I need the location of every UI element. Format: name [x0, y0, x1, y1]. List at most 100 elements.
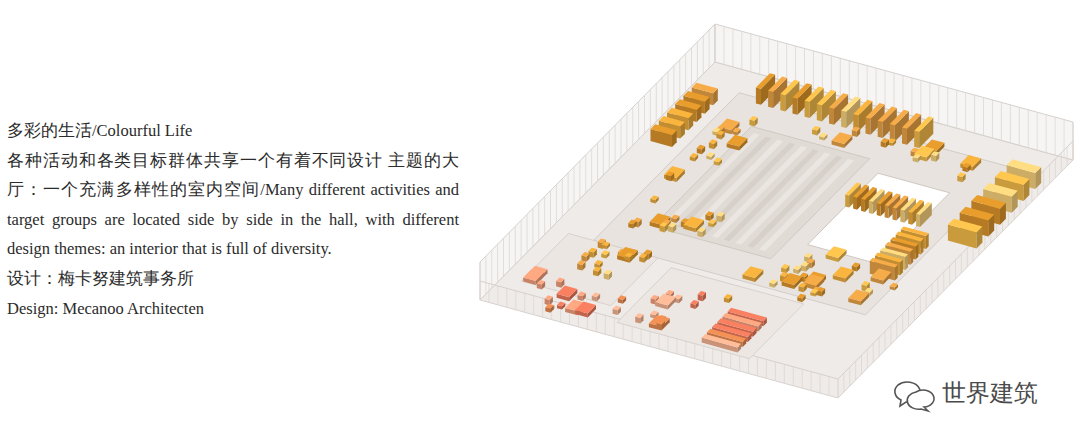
- mullion: [1028, 110, 1029, 148]
- block-top: [668, 223, 676, 228]
- furniture-block: [714, 158, 722, 166]
- furniture-block: [546, 304, 554, 312]
- mullion: [703, 36, 704, 74]
- furniture-block: [799, 283, 807, 293]
- furniture-block: [578, 292, 586, 302]
- mullion: [811, 372, 812, 391]
- block-top: [871, 269, 892, 281]
- block-top: [807, 258, 815, 263]
- mullion: [650, 89, 651, 127]
- mullion: [822, 53, 823, 91]
- block-top: [756, 73, 775, 89]
- mullion: [858, 63, 859, 101]
- mullion: [937, 278, 938, 297]
- furniture-block: [557, 302, 565, 310]
- furniture-block: [557, 285, 578, 301]
- mullion: [956, 90, 957, 128]
- furniture-block: [668, 223, 676, 233]
- block-top: [983, 183, 1018, 197]
- block-top: [683, 91, 709, 102]
- furniture-block: [948, 219, 983, 249]
- mullion: [709, 30, 710, 68]
- bubble: [907, 390, 934, 411]
- mullion: [879, 337, 880, 356]
- furniture-block: [698, 291, 706, 301]
- mullion: [929, 83, 930, 121]
- mullion: [902, 314, 903, 333]
- mullion: [949, 266, 950, 285]
- block-top: [888, 138, 896, 143]
- block-top: [683, 216, 704, 228]
- mullion: [497, 244, 498, 282]
- block-top: [690, 300, 698, 305]
- block-top: [793, 83, 812, 99]
- mullion: [741, 31, 742, 69]
- furniture-block: [962, 163, 970, 172]
- wechat-icon: [895, 382, 934, 411]
- caption: 各种活动和各类目标群体共享一个有着不同设计 主题的大厅：一个充满多样性的室内空间…: [7, 146, 459, 264]
- block-top: [902, 113, 921, 129]
- furniture-block: [666, 171, 674, 181]
- mullion: [515, 226, 516, 264]
- furniture-block: [706, 152, 714, 160]
- mullion: [757, 357, 758, 376]
- mullion: [732, 29, 733, 67]
- mullion: [861, 355, 862, 374]
- block-top: [862, 281, 870, 286]
- block-top: [916, 202, 932, 215]
- block-top: [604, 270, 612, 275]
- mullion: [793, 367, 794, 386]
- mullion: [786, 44, 787, 82]
- block-top: [537, 280, 545, 285]
- block-top: [577, 260, 585, 265]
- block-top: [618, 295, 626, 300]
- block-top: [575, 302, 596, 314]
- furniture-block: [888, 138, 896, 146]
- mullion: [894, 73, 895, 111]
- block-top: [650, 311, 658, 316]
- block-top: [613, 306, 621, 311]
- mullion: [1055, 117, 1056, 155]
- block-top: [878, 107, 897, 123]
- mullion: [605, 315, 606, 334]
- block-top: [657, 320, 665, 325]
- mullion: [497, 286, 498, 305]
- furniture-block: [655, 294, 676, 310]
- block-top: [557, 285, 578, 297]
- block-top: [651, 124, 677, 135]
- mullion: [829, 377, 830, 396]
- furniture-block: [743, 266, 764, 282]
- mullion: [831, 56, 832, 94]
- block-top: [671, 215, 679, 220]
- block-top: [523, 269, 544, 281]
- mullion: [768, 39, 769, 77]
- block-side: [817, 104, 822, 121]
- block-top: [697, 145, 705, 150]
- furniture-block: [592, 292, 600, 301]
- block-top: [826, 246, 847, 258]
- furniture-block: [916, 202, 932, 227]
- mullion: [914, 302, 915, 321]
- block-top: [594, 260, 602, 265]
- mullion: [840, 58, 841, 96]
- block-top: [960, 207, 995, 221]
- block-side: [829, 107, 834, 124]
- design-credit: Design: Mecanoo Architecten: [7, 294, 459, 324]
- mullion: [609, 131, 610, 169]
- mullion: [795, 46, 796, 84]
- block-top: [581, 252, 589, 257]
- block-top: [698, 291, 706, 296]
- furniture-block: [709, 139, 717, 149]
- furniture-block: [594, 260, 602, 269]
- block-top: [592, 292, 600, 297]
- block-top: [881, 138, 889, 143]
- furniture-block: [931, 151, 939, 162]
- block-top: [557, 302, 565, 307]
- mullion: [542, 298, 543, 317]
- furniture-block: [660, 222, 668, 232]
- block-top: [650, 213, 671, 225]
- mullion: [579, 161, 580, 199]
- block-top: [601, 250, 609, 255]
- block-top: [655, 294, 676, 306]
- mullion: [615, 125, 616, 163]
